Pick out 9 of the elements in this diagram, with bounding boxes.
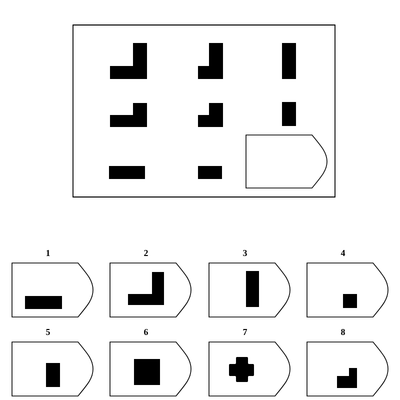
option-number: 4 — [340, 250, 346, 256]
option-number: 1 — [46, 250, 50, 256]
option-number: 2 — [144, 250, 148, 256]
option-number: 3 — [243, 250, 247, 256]
option-number: 8 — [341, 328, 345, 336]
empty-answer-card — [246, 134, 328, 188]
option-number: 7 — [243, 329, 248, 335]
option-number: 5 — [46, 329, 50, 335]
option-number: 6 — [144, 328, 148, 336]
